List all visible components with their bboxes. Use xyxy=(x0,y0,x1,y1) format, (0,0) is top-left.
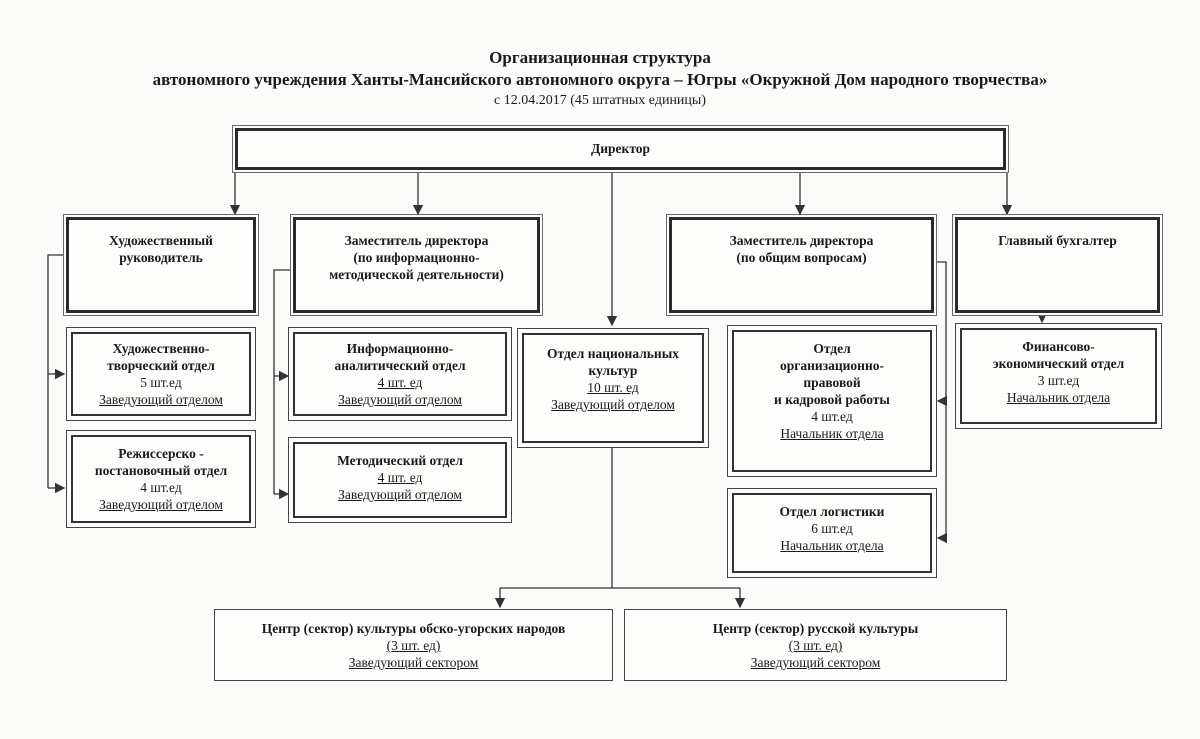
deputy-info-box: Заместитель директора (по информационно-… xyxy=(293,217,540,313)
dept-directing-units: 4 шт.ед xyxy=(140,480,182,495)
center-ob-ugric-units: (3 шт. ед) xyxy=(386,638,441,653)
dept-info-analytic-head: Заведующий отделом xyxy=(338,392,462,407)
deputy-general-line2: (по общим вопросам) xyxy=(736,250,867,265)
chart-title: Организационная структура xyxy=(489,48,711,67)
dept-finance-name1: Финансово- xyxy=(1022,339,1095,354)
chief-accountant-label: Главный бухгалтер xyxy=(998,233,1117,248)
art-director-box: Художественный руководитель xyxy=(66,217,256,313)
center-ob-ugric: Центр (сектор) культуры обско-угорских н… xyxy=(214,609,613,681)
dept-org-legal-name2: организационно- xyxy=(780,358,884,373)
dept-art-creative-name1: Художественно- xyxy=(112,341,210,356)
dept-methodical: Методический отдел 4 шт. ед Заведующий о… xyxy=(288,437,512,523)
dept-methodical-head: Заведующий отделом xyxy=(338,487,462,502)
dept-logistics: Отдел логистики 6 шт.ед Начальник отдела xyxy=(727,488,937,578)
dept-directing: Режиссерско - постановочный отдел 4 шт.е… xyxy=(66,430,256,528)
deputy-general-line1: Заместитель директора xyxy=(729,233,874,248)
chart-date-note: с 12.04.2017 (45 штатных единицы) xyxy=(493,93,706,108)
dept-finance: Финансово- экономический отдел 3 шт.ед Н… xyxy=(955,323,1162,429)
center-russian-units: (3 шт. ед) xyxy=(788,638,843,653)
connector-info-bracket xyxy=(273,269,293,494)
deputy-info-line3: методической деятельности) xyxy=(329,267,504,282)
deputy-info-line1: Заместитель директора xyxy=(344,233,489,248)
dept-info-analytic-units: 4 шт. ед xyxy=(377,375,423,390)
dept-logistics-units: 6 шт.ед xyxy=(811,521,853,536)
dept-org-legal: Отдел организационно- правовой и кадрово… xyxy=(727,325,937,477)
dept-art-creative-name2: творческий отдел xyxy=(107,358,215,373)
center-russian: Центр (сектор) русской культуры (3 шт. е… xyxy=(624,609,1007,681)
dept-national-units: 10 шт. ед xyxy=(587,380,639,395)
dept-national-head: Заведующий отделом xyxy=(551,397,675,412)
connector-general-bracket xyxy=(934,261,947,538)
dept-national-name2: культур xyxy=(588,363,638,378)
center-ob-ugric-name: Центр (сектор) культуры обско-угорских н… xyxy=(261,621,566,636)
dept-info-analytic-name1: Информационно- xyxy=(346,341,454,356)
dept-directing-name2: постановочный отдел xyxy=(94,463,228,478)
center-russian-head: Заведующий сектором xyxy=(750,655,881,670)
dept-art-creative: Художественно- творческий отдел 5 шт.ед … xyxy=(66,327,256,421)
center-russian-name: Центр (сектор) русской культуры xyxy=(712,621,919,636)
dept-finance-head: Начальник отдела xyxy=(1006,390,1111,405)
dept-logistics-head: Начальник отдела xyxy=(780,538,884,553)
connector-art-bracket xyxy=(47,254,66,488)
dept-org-legal-name3: правовой xyxy=(803,375,861,390)
dept-methodical-units: 4 шт. ед xyxy=(377,470,423,485)
dept-info-analytic: Информационно- аналитический отдел 4 шт.… xyxy=(288,327,512,421)
dept-art-creative-head: Заведующий отделом xyxy=(99,392,223,407)
deputy-info-line2: (по информационно- xyxy=(353,250,480,265)
dept-national-name1: Отдел национальных xyxy=(547,346,679,361)
dept-logistics-name1: Отдел логистики xyxy=(779,504,885,519)
art-director-line2: руководитель xyxy=(119,250,203,265)
deputy-general-box: Заместитель директора (по общим вопросам… xyxy=(669,217,934,313)
dept-finance-name2: экономический отдел xyxy=(992,356,1125,371)
dept-directing-head: Заведующий отделом xyxy=(99,497,223,512)
dept-art-creative-units: 5 шт.ед xyxy=(140,375,182,390)
art-director-line1: Художественный xyxy=(109,233,213,248)
dept-org-legal-name4: и кадровой работы xyxy=(774,392,890,407)
dept-national: Отдел национальных культур 10 шт. ед Зав… xyxy=(517,328,709,448)
center-ob-ugric-head: Заведующий сектором xyxy=(348,655,479,670)
dept-org-legal-name1: Отдел xyxy=(813,341,851,356)
director-label: Директор xyxy=(590,141,651,156)
dept-directing-name1: Режиссерско - xyxy=(118,446,204,461)
chief-accountant-box: Главный бухгалтер xyxy=(955,217,1160,313)
dept-methodical-name1: Методический отдел xyxy=(337,453,463,468)
chart-subtitle: автономного учреждения Ханты-Мансийского… xyxy=(152,70,1048,89)
dept-info-analytic-name2: аналитический отдел xyxy=(334,358,466,373)
dept-org-legal-head: Начальник отдела xyxy=(780,426,884,441)
dept-org-legal-units: 4 шт.ед xyxy=(811,409,853,424)
dept-finance-units: 3 шт.ед xyxy=(1037,373,1080,388)
director-box: Директор xyxy=(235,128,1006,170)
